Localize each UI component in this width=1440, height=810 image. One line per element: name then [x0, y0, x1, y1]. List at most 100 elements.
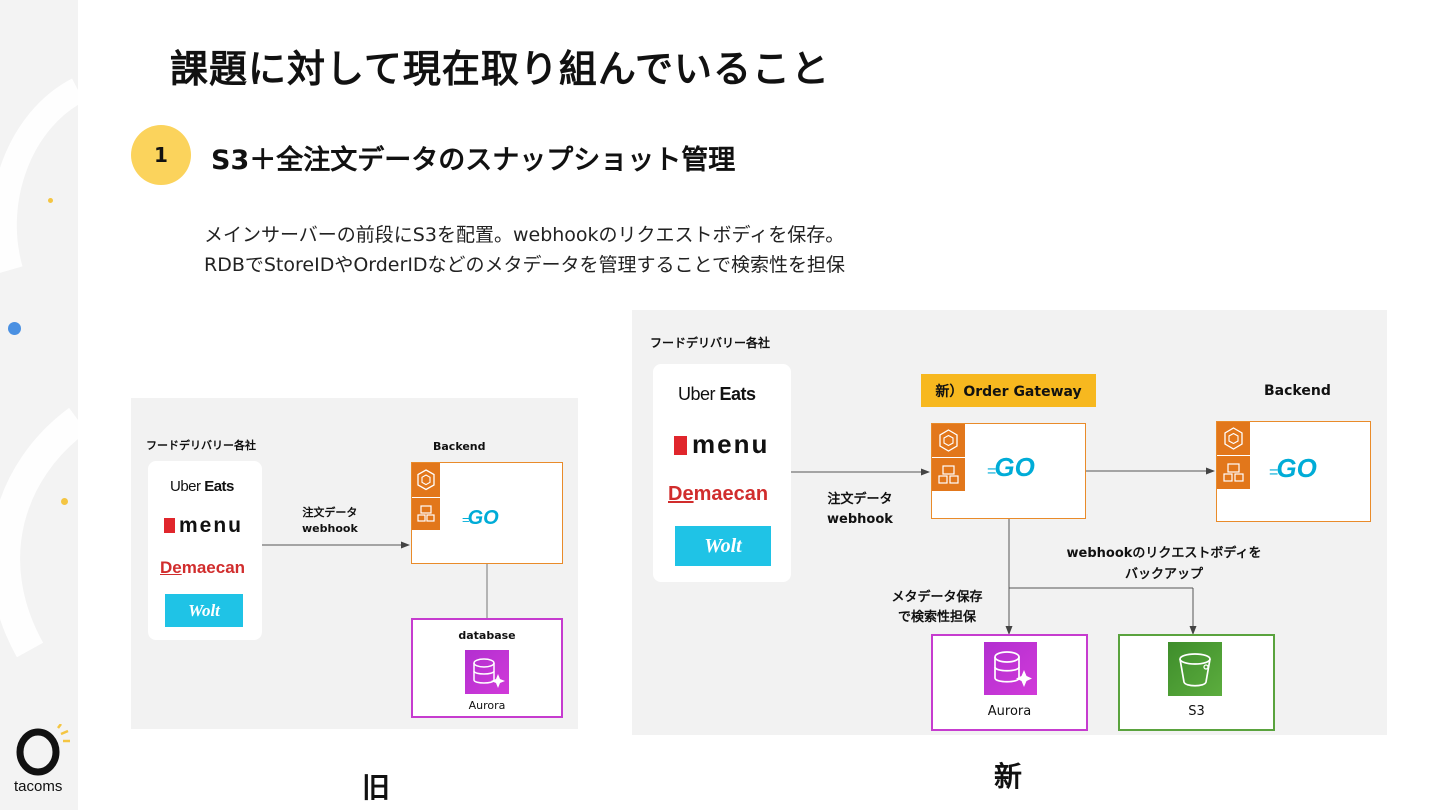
aurora-icon-glyph — [473, 658, 505, 688]
aurora-icon — [984, 642, 1037, 695]
menu-logo-bag-icon — [164, 518, 175, 533]
demaecan-logo-text-1: De — [668, 483, 694, 505]
aurora-icon-glyph — [994, 651, 1032, 687]
old-webhook-label-line-2: webhook — [302, 522, 358, 535]
backup-label: webhookのリクエストボディを バックアップ — [1058, 543, 1270, 585]
ecs-icon — [1217, 422, 1250, 455]
demaecan-logo-text-2: maecan — [693, 483, 769, 505]
wolt-logo: Wolt — [165, 594, 243, 627]
old-delivery-card: Uber Eats menu Demaecan Wolt — [148, 461, 262, 640]
s3-label: S3 — [1188, 704, 1205, 719]
old-aurora-label: Aurora — [468, 699, 506, 712]
aurora-icon — [465, 650, 509, 694]
old-database-box: database Aurora — [411, 618, 563, 718]
description: メインサーバーの前段にS3を配置。webhookのリクエストボディを保存。 RD… — [204, 220, 845, 280]
old-delivery-label: フードデリバリー各社 — [146, 439, 256, 452]
old-backend-label: Backend — [433, 440, 486, 453]
demaecan-logo: Demaecan — [160, 558, 245, 578]
s3-bucket-icon — [1168, 642, 1222, 696]
old-webhook-label-line-1: 注文データ — [302, 506, 358, 519]
go-logo-text: GO — [994, 452, 1035, 482]
decorative-curves — [0, 78, 78, 658]
ecs-icon-glyph — [417, 469, 435, 491]
decorative-left-band — [0, 0, 78, 810]
metadata-label-line-2: で検索性担保 — [897, 610, 976, 625]
old-webhook-label: 注文データ webhook — [302, 505, 358, 537]
go-logo-speed-lines: = — [987, 463, 996, 480]
ecs-icon-glyph — [1224, 427, 1243, 450]
fargate-icon — [932, 458, 965, 491]
go-logo-speed-lines: = — [462, 512, 469, 527]
uber-eats-logo: Uber Eats — [170, 478, 234, 495]
go-logo: =GO — [1269, 453, 1317, 484]
gateway-aurora-arrowhead — [1005, 626, 1013, 635]
metadata-label-line-1: メタデータ保存 — [891, 590, 983, 605]
tacoms-logo-mark — [16, 724, 70, 776]
fargate-icon-glyph — [417, 505, 435, 522]
fargate-icon-glyph — [1223, 463, 1244, 482]
new-webhook-label: 注文データ webhook — [827, 490, 893, 530]
old-backend-box: =GO — [411, 462, 563, 564]
decorative-dot — [8, 322, 21, 335]
gateway-backend-arrowhead — [1206, 467, 1215, 475]
new-webhook-arrowhead — [921, 468, 930, 476]
new-aurora-box: Aurora — [931, 634, 1088, 731]
decorative-dot — [48, 198, 53, 203]
backup-label-line-2: バックアップ — [1124, 567, 1203, 582]
tacoms-logo: tacoms — [14, 724, 74, 799]
description-line-1: メインサーバーの前段にS3を配置。webhookのリクエストボディを保存。 — [204, 224, 845, 246]
section-number-badge: 1 — [131, 125, 191, 185]
menu-logo-text: menu — [179, 514, 244, 537]
order-gateway-label: 新）Order Gateway — [921, 374, 1096, 407]
menu-logo: menu — [164, 514, 243, 538]
menu-logo-text: menu — [692, 429, 770, 459]
new-aurora-label: Aurora — [987, 704, 1032, 719]
new-webhook-label-line-2: webhook — [827, 512, 893, 527]
wolt-logo: Wolt — [675, 526, 771, 566]
old-caption: 旧 — [362, 771, 391, 804]
section-title: S3＋全注文データのスナップショット管理 — [211, 145, 736, 176]
menu-logo-bag-icon — [674, 436, 687, 455]
ecs-icon — [932, 424, 965, 457]
new-caption: 新 — [994, 760, 1023, 793]
gateway-s3-arrowhead — [1189, 626, 1197, 635]
ecs-icon-glyph — [939, 429, 958, 452]
new-delivery-card: Uber Eats menu Demaecan Wolt — [653, 364, 791, 582]
go-logo-text: GO — [467, 507, 499, 529]
uber-eats-logo: Uber Eats — [678, 384, 756, 405]
demaecan-logo: Demaecan — [668, 483, 768, 506]
s3-bucket-icon-glyph — [1179, 653, 1211, 687]
fargate-icon-glyph — [938, 465, 959, 484]
order-gateway-label-text: 新）Order Gateway — [935, 383, 1082, 400]
backup-label-line-1: webhookのリクエストボディを — [1066, 546, 1262, 561]
old-database-label: database — [458, 629, 516, 642]
old-webhook-arrowhead — [401, 541, 410, 549]
tacoms-wordmark: tacoms — [14, 778, 63, 795]
go-logo: =GO — [987, 452, 1035, 483]
menu-logo: menu — [674, 429, 769, 460]
new-delivery-label: フードデリバリー各社 — [650, 336, 771, 350]
new-webhook-label-line-1: 注文データ — [827, 492, 893, 507]
ecs-icon — [412, 463, 440, 497]
uber-eats-logo-text-2: Eats — [204, 478, 234, 495]
uber-eats-logo-text-2: Eats — [719, 384, 757, 404]
fargate-icon — [1217, 456, 1250, 489]
demaecan-logo-text-2: maecan — [181, 558, 246, 577]
uber-eats-logo-text-1: Uber — [678, 384, 716, 404]
new-backend-label: Backend — [1264, 383, 1331, 399]
order-gateway-box: =GO — [931, 423, 1086, 519]
description-line-2: RDBでStoreIDやOrderIDなどのメタデータを管理することで検索性を担… — [204, 254, 845, 276]
go-logo: =GO — [462, 507, 499, 530]
fargate-icon — [412, 498, 440, 530]
demaecan-logo-text-1: De — [160, 558, 182, 577]
page-title: 課題に対して現在取り組んでいること — [170, 47, 830, 91]
new-backend-box: =GO — [1216, 421, 1371, 522]
s3-box: S3 — [1118, 634, 1275, 731]
go-logo-speed-lines: = — [1269, 464, 1278, 481]
section-number: 1 — [154, 143, 168, 167]
metadata-label: メタデータ保存 で検索性担保 — [881, 588, 993, 628]
go-logo-text: GO — [1276, 453, 1317, 483]
decorative-dot — [61, 498, 68, 505]
